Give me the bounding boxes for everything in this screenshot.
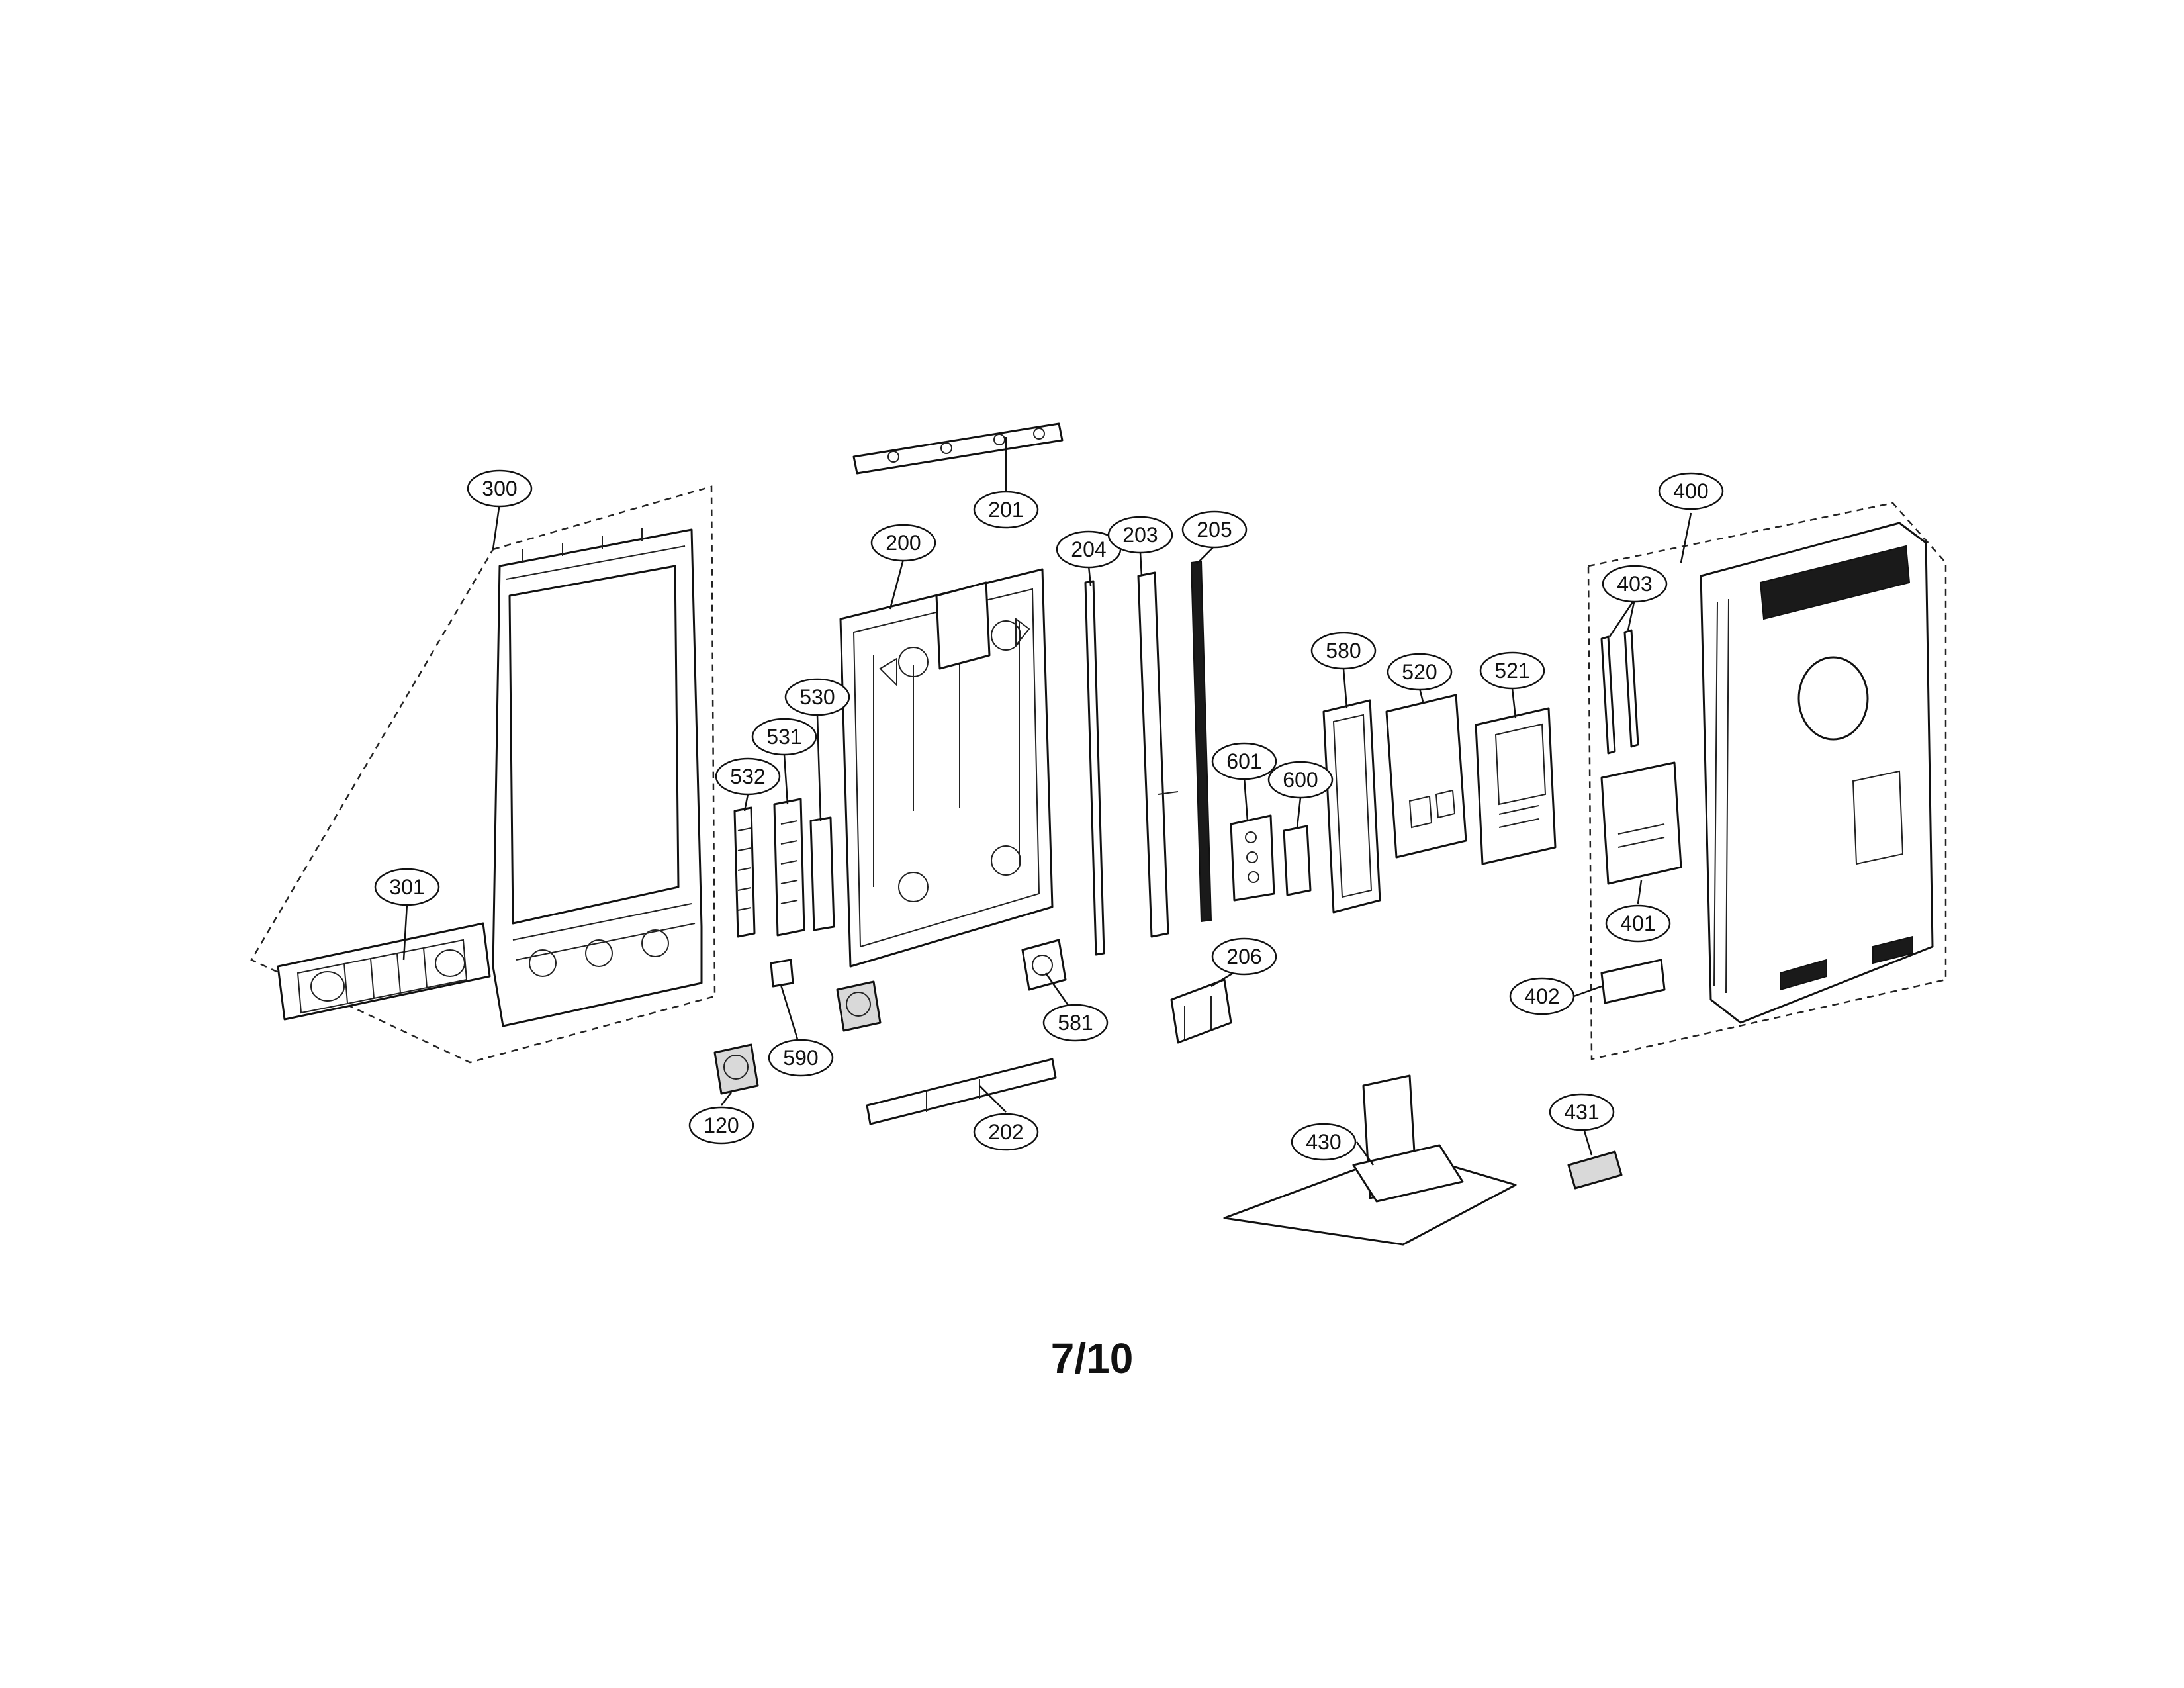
svg-text:431: 431 — [1564, 1100, 1599, 1124]
svg-text:532: 532 — [730, 765, 765, 788]
callout-600: 600 — [1267, 761, 1334, 799]
callout-202: 202 — [973, 1113, 1039, 1151]
callout-520: 520 — [1387, 653, 1453, 691]
svg-text:300: 300 — [482, 477, 517, 500]
svg-text:301: 301 — [389, 875, 424, 899]
svg-text:200: 200 — [886, 531, 921, 555]
callout-521: 521 — [1479, 651, 1545, 690]
part-590 — [770, 959, 794, 988]
part-600-terminal-bracket — [1283, 825, 1312, 896]
callout-403: 403 — [1602, 565, 1668, 603]
part-301-control-panel — [277, 922, 491, 1021]
svg-text:402: 402 — [1524, 984, 1559, 1008]
part-200-lcd-module — [839, 568, 1054, 968]
callout-120: 120 — [688, 1106, 754, 1145]
part-601-terminal-bracket — [1230, 814, 1275, 902]
part-521-main-board — [1475, 707, 1557, 865]
part-401-terminal-cover — [1600, 761, 1682, 885]
assembly-300-boundary — [250, 485, 716, 1064]
callout-300: 300 — [467, 469, 533, 508]
callout-590: 590 — [768, 1039, 834, 1077]
svg-text:600: 600 — [1283, 768, 1318, 792]
leader-lines — [402, 437, 1692, 1166]
part-206-bracket — [1170, 978, 1232, 1044]
callout-601: 601 — [1211, 742, 1277, 780]
part-402-bracket — [1600, 959, 1666, 1004]
svg-text:580: 580 — [1326, 639, 1361, 663]
callout-531: 531 — [751, 718, 817, 756]
page-number: 7/10 — [1050, 1335, 1134, 1382]
svg-text:400: 400 — [1673, 479, 1708, 503]
part-201-top-bracket — [852, 422, 1064, 475]
part-431-hinge-cover — [1567, 1150, 1623, 1190]
svg-text:202: 202 — [988, 1120, 1023, 1144]
callout-206: 206 — [1211, 937, 1277, 976]
callout-301: 301 — [374, 868, 440, 906]
callout-580: 580 — [1310, 632, 1377, 670]
part-202-bottom-bracket — [866, 1058, 1057, 1125]
part-205-side-frame — [1190, 560, 1212, 923]
part-530 — [809, 816, 835, 931]
callout-530: 530 — [784, 678, 850, 716]
svg-text:530: 530 — [799, 685, 835, 709]
svg-text:531: 531 — [766, 725, 801, 749]
svg-text:120: 120 — [704, 1113, 739, 1137]
svg-text:590: 590 — [783, 1046, 818, 1070]
svg-text:403: 403 — [1617, 572, 1652, 596]
part-203-side-frame — [1137, 571, 1179, 938]
part-531 — [773, 798, 805, 937]
svg-text:581: 581 — [1058, 1011, 1093, 1035]
callout-532: 532 — [715, 757, 781, 796]
part-581 — [1021, 939, 1067, 991]
svg-text:204: 204 — [1071, 538, 1106, 561]
callout-201: 201 — [973, 491, 1039, 529]
callout-402: 402 — [1509, 977, 1575, 1015]
svg-text:401: 401 — [1620, 912, 1655, 935]
svg-text:205: 205 — [1197, 518, 1232, 541]
svg-text:521: 521 — [1494, 659, 1529, 682]
svg-text:520: 520 — [1402, 660, 1437, 684]
svg-text:601: 601 — [1226, 749, 1261, 773]
assembly-400-boundary — [1587, 502, 1947, 1060]
part-430-stand — [1223, 1074, 1517, 1246]
part-520-power-board — [1385, 694, 1467, 859]
callout-401: 401 — [1605, 904, 1671, 943]
callout-430: 430 — [1291, 1123, 1357, 1161]
part-532 — [733, 806, 756, 938]
callout-581: 581 — [1042, 1004, 1109, 1042]
part-580-cover — [1322, 699, 1381, 914]
callout-400: 400 — [1658, 472, 1724, 510]
svg-text:203: 203 — [1122, 523, 1158, 547]
callout-205: 205 — [1181, 510, 1248, 549]
svg-text:201: 201 — [988, 498, 1023, 522]
callout-203: 203 — [1107, 516, 1173, 554]
svg-text:206: 206 — [1226, 945, 1261, 968]
callout-200: 200 — [870, 524, 936, 562]
callout-431: 431 — [1549, 1093, 1615, 1131]
callout-204: 204 — [1056, 530, 1122, 569]
part-300-front-bezel — [492, 528, 703, 1027]
part-120-speaker — [713, 980, 882, 1095]
callouts: 300 301 201 200 204 203 205 530 531 532 … — [374, 469, 1724, 1161]
svg-text:430: 430 — [1306, 1130, 1341, 1154]
part-204-side-frame — [1084, 580, 1105, 956]
part-403-guides — [1600, 629, 1639, 755]
part-400-back-cover — [1700, 522, 1934, 1024]
